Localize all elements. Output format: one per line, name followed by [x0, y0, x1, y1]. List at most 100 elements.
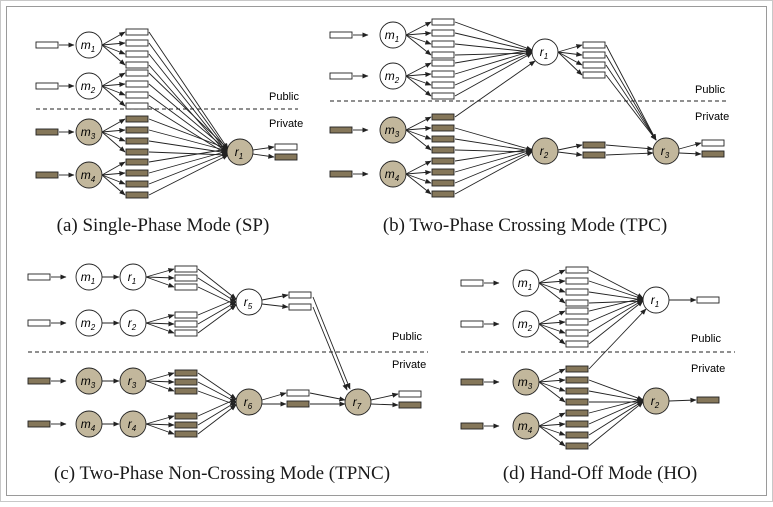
- input-block-d-m4: [460, 422, 484, 430]
- reduce-arrow-b-m3-0: [454, 60, 536, 118]
- output-block-d-m4-0: [565, 409, 589, 417]
- node-c-m4: [75, 410, 103, 438]
- output-block-a-m1-2: [125, 50, 149, 58]
- reduce-arrow-b-m2-1: [454, 50, 533, 75]
- r1-to-r3-arrow-b-2: [605, 64, 657, 141]
- reduce-arrow-b-m2-2: [454, 51, 533, 86]
- reduce-arrow-d-m4-0: [588, 397, 644, 414]
- r6-to-r7-arrow-c-0: [309, 392, 346, 402]
- result-block-c-pub: [398, 390, 422, 398]
- node-d-m4: [512, 412, 540, 440]
- output-block-d-m3-3: [565, 398, 589, 406]
- node-label-c-m2: m2: [81, 316, 96, 332]
- map-arrow-b-m3-2: [405, 129, 432, 140]
- reduce-arrow-b-m4-2: [454, 150, 533, 184]
- r1-out-arrow-b-0: [557, 44, 583, 53]
- input-block-a-m1: [35, 41, 59, 49]
- nodes-layer: [75, 21, 680, 440]
- reduce-arrow-d-m4-3: [588, 401, 644, 447]
- r-out-arrow-c-r1-1: [145, 275, 175, 281]
- output-block-b-m3-2: [431, 135, 455, 143]
- node-a-m3: [75, 118, 103, 146]
- node-b-m4: [379, 160, 407, 188]
- edges-layer: [51, 21, 702, 447]
- map-arrow-d-m2-2: [538, 323, 566, 334]
- inner-frame: [6, 6, 767, 496]
- node-label-d-r2: r2: [651, 394, 660, 410]
- zone-label-private-b: Private: [695, 111, 729, 123]
- map-arrow-d-m3-0: [538, 368, 566, 383]
- node-a-m2: [75, 72, 103, 100]
- node-a-m1: [75, 31, 103, 59]
- map-arrow-a-m3-1: [101, 127, 126, 134]
- node-label-a-m2: m2: [81, 79, 96, 95]
- node-label-a-m1: m1: [81, 38, 95, 54]
- node-c-r1: [119, 263, 147, 291]
- map-arrow-a-m2-3: [101, 85, 126, 107]
- input-block-c-m3: [27, 377, 51, 385]
- node-c-m2: [75, 309, 103, 337]
- node-label-b-m3: m3: [385, 123, 400, 139]
- node-b-r2: [531, 137, 559, 165]
- output-block-d-m1-3: [565, 299, 589, 307]
- zone-label-public-b: Public: [695, 84, 725, 96]
- output-block-d-m3-0: [565, 365, 589, 373]
- reduce-arrow-a-m2-3: [148, 105, 229, 156]
- zone-label-public-a: Public: [269, 91, 299, 103]
- r-out-arrow-c-r3-2: [145, 380, 175, 392]
- reduce-arrow-b-m3-3: [454, 149, 533, 155]
- map-arrow-b-m1-0: [405, 21, 432, 36]
- result-arrow-b-pub: [678, 142, 702, 150]
- input-block-c-m1: [27, 273, 51, 281]
- result-arrow-d-r2: [668, 397, 697, 403]
- output-block-a-m4-1: [125, 169, 149, 177]
- output-block-d-m4-1: [565, 420, 589, 428]
- zone-label-public-c: Public: [392, 331, 422, 343]
- map-arrow-d-m4-2: [538, 425, 566, 436]
- map-arrow-d-m3-2: [538, 381, 566, 392]
- node-b-m2: [379, 62, 407, 90]
- reduce-arrow-b-m1-3: [454, 50, 533, 56]
- output-block-d-m2-2: [565, 329, 589, 337]
- output-block-a-m2-2: [125, 91, 149, 99]
- output-block-b-m1-2: [431, 40, 455, 48]
- reduce-arrow-a-m4-1: [148, 150, 229, 174]
- r-output-block-c-r4-2: [174, 430, 198, 438]
- output-block-a-m3-1: [125, 126, 149, 134]
- node-c-r7: [344, 388, 372, 416]
- map-arrow-b-m4-1: [405, 169, 432, 175]
- input-block-b-m1: [329, 31, 353, 39]
- reduce-arrow-a-m4-2: [148, 152, 229, 185]
- r1-out-arrow-b-2: [557, 51, 583, 66]
- r-out-arrow-c-r3-0: [145, 372, 175, 382]
- output-block-b-m1-3: [431, 51, 455, 59]
- output-block-d-m2-3: [565, 340, 589, 348]
- r-output-block-c-r1-1: [174, 274, 198, 282]
- reduce-arrow-d-m3-1: [588, 379, 644, 401]
- zone-label-public-d: Public: [691, 333, 721, 345]
- r2-to-r3-arrow-b-1: [605, 150, 654, 156]
- r6-out-arrow-c-0: [261, 392, 287, 401]
- input-block-c-m2: [27, 319, 51, 327]
- output-block-b-m4-0: [431, 157, 455, 165]
- map-arrow-d-m3-3: [538, 381, 566, 403]
- to-next-arrow-c-r4-1: [197, 401, 237, 426]
- node-a-r1: [226, 138, 254, 166]
- node-d-m3: [512, 368, 540, 396]
- output-block-a-m2-3: [125, 102, 149, 110]
- output-block-b-m2-2: [431, 81, 455, 89]
- map-arrow-b-m1-2: [405, 34, 432, 45]
- caption-b: (b) Two-Phase Crossing Mode (TPC): [383, 215, 667, 236]
- map-arrow-a-m4-1: [101, 170, 126, 177]
- node-label-c-r3: r3: [128, 374, 137, 390]
- map-arrow-a-m4-3: [101, 174, 126, 196]
- map-arrow-d-m4-1: [538, 421, 566, 427]
- node-d-m1: [512, 269, 540, 297]
- r-out-arrow-c-r1-2: [145, 276, 175, 288]
- node-label-c-r7: r7: [353, 395, 362, 411]
- output-block-a-m2-0: [125, 69, 149, 77]
- r-out-arrow-c-r4-0: [145, 415, 175, 425]
- output-block-d-m2-1: [565, 318, 589, 326]
- map-arrow-b-m2-3: [405, 75, 432, 97]
- to-next-arrow-c-r2-1: [197, 301, 237, 325]
